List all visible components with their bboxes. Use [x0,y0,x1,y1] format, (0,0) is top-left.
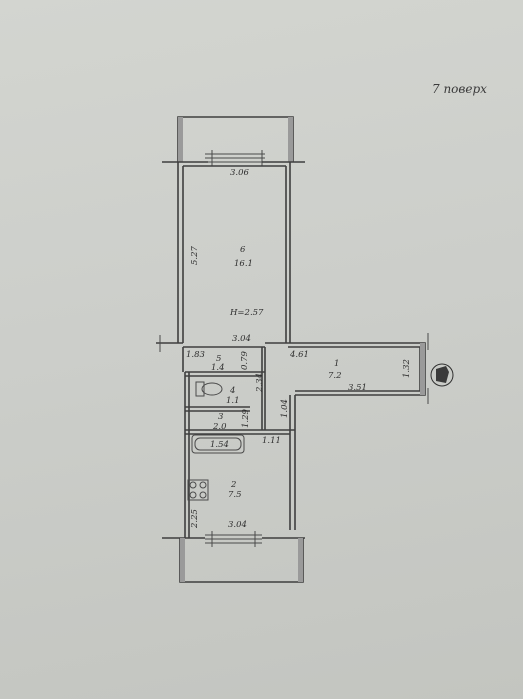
room-2-number: 2 [230,480,236,490]
room-1-area: 7.2 [328,371,342,381]
room-6-area: 16.1 [234,259,253,269]
room-4-area: 1.1 [226,396,240,406]
right-wall-fill [420,343,425,395]
bottom-balcony-wall-right [298,538,303,582]
stove-icon [187,479,209,501]
bottom-window [205,531,262,547]
room-4-number: 4 [229,386,235,396]
room-1-number: 1 [334,359,339,369]
room-6-height: H=2.57 [229,308,264,318]
dim-left-height: 5.27 [190,245,200,265]
dim-154: 1.54 [210,440,229,450]
service-rooms-walls [182,347,296,530]
room-6-walls [162,161,305,343]
entrance-door-icon [430,363,454,387]
dim-top-width: 3.06 [230,168,250,178]
room-3-area: 2.0 [212,422,227,432]
room-6-number: 6 [240,245,246,255]
dim-bottom-width: 3.04 [228,520,247,530]
top-balcony [177,116,294,162]
dim-132: 1.32 [402,359,412,378]
top-balcony-wall-left [178,117,183,162]
dim-234: 2.34 [255,373,265,393]
dim-079: 0.79 [240,350,250,370]
dim-mid-width: 3.04 [232,334,251,344]
dim-183: 1.83 [186,350,205,360]
bottom-balcony-wall-left [180,538,185,582]
dim-351: 3.51 [348,383,367,393]
dim-129: 1.29 [241,408,251,428]
bathtub-icon [191,434,245,454]
top-window [205,150,265,166]
room-5-area: 1.4 [211,363,225,373]
toilet-icon [195,381,223,397]
room-3-number: 3 [218,412,223,422]
dim-104: 1.04 [280,399,290,418]
floor-label: 7 поверх [432,82,487,96]
top-balcony-wall-right [288,117,293,162]
room-5-number: 5 [216,354,221,364]
dim-461: 4.61 [289,350,309,360]
dim-225: 2.25 [190,509,200,529]
room-2-walls [162,455,305,539]
room-2-area: 7.5 [228,490,242,500]
bottom-balcony [179,538,304,583]
dim-111: 1.11 [262,436,281,446]
